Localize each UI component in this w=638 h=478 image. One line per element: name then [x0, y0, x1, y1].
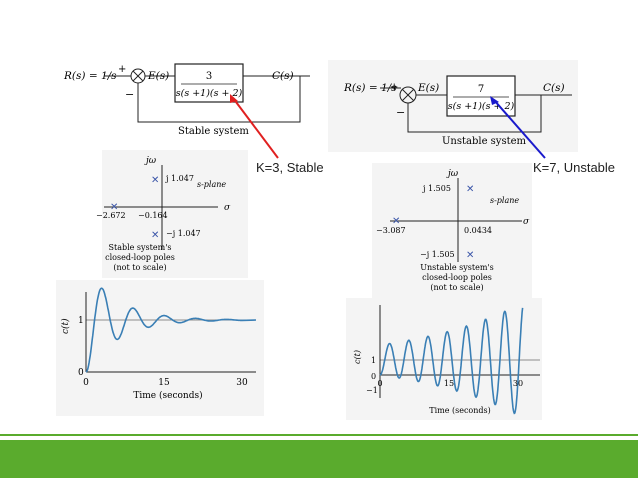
footer-bar [0, 440, 638, 478]
left-response-plot: 1 0 0 15 30 c(t) Time (seconds) [56, 280, 264, 416]
right-plant-num: 7 [478, 84, 484, 95]
left-splane-caption3: (not to scale) [113, 263, 166, 272]
right-error-label: E(s) [417, 82, 439, 94]
right-xtick-0: 0 [377, 379, 382, 388]
right-splane: jω σ s-plane ✕ ✕ ✕ j 1.505 −j 1.505 −3.0… [372, 163, 532, 299]
right-lower-val: −j 1.505 [420, 250, 455, 259]
right-ytick-0: 0 [371, 372, 376, 381]
left-block-diagram: R(s) = 1/s + − E(s) 3 s(s +1)(s + 2) C(s… [53, 58, 325, 140]
left-xtick-30: 30 [236, 378, 248, 388]
left-input-label: R(s) = 1/s [63, 70, 117, 82]
right-plant-box [446, 75, 516, 117]
right-mid-val: 0.0434 [464, 226, 492, 235]
right-ytick-1: 1 [371, 356, 376, 365]
right-xtick-30: 30 [513, 379, 523, 388]
left-minus-sign: − [125, 88, 134, 101]
right-splane-caption3: (not to scale) [430, 283, 483, 292]
right-real-val: −3.087 [376, 226, 406, 235]
right-resp-ylabel: c(t) [353, 350, 362, 364]
left-xtick-15: 15 [158, 378, 170, 388]
right-resp-xlabel: Time (seconds) [429, 406, 491, 415]
left-splane-caption1: Stable system's [109, 243, 172, 252]
right-upper-val: j 1.505 [422, 184, 451, 193]
right-plus-sign: + [390, 82, 398, 93]
right-response-plot: 1 0 −1 0 15 30 c(t) Time (seconds) [346, 298, 542, 420]
right-splane-label: s-plane [490, 196, 519, 205]
right-pole-lower: ✕ [466, 250, 474, 261]
left-xtick-0: 0 [83, 378, 89, 388]
red-arrow [232, 97, 279, 159]
right-sigma-label: σ [523, 217, 530, 227]
blue-arrowhead [490, 96, 499, 105]
left-output-label: C(s) [272, 70, 294, 82]
left-sigma-label: σ [224, 203, 231, 213]
left-resp-ylabel: c(t) [60, 318, 71, 334]
right-pole-upper: ✕ [466, 184, 474, 195]
left-real-val: −2.672 [96, 211, 126, 220]
right-resp-curve [379, 307, 524, 415]
left-ytick-1: 1 [78, 316, 84, 326]
left-ytick-0: 0 [78, 368, 84, 378]
left-lower-val: −j 1.047 [166, 229, 201, 238]
left-error-label: E(s) [147, 70, 169, 82]
left-mid-val: −0.164 [138, 211, 168, 220]
right-block-caption: Unstable system [442, 136, 527, 147]
right-xtick-15: 15 [444, 379, 454, 388]
right-output-label: C(s) [543, 82, 565, 94]
right-annotation: K=7, Unstable [533, 160, 615, 175]
left-splane: jω σ s-plane ✕ ✕ ✕ j 1.047 −j 1.047 −2.6… [96, 150, 248, 278]
left-feedback-path [137, 76, 301, 123]
right-feedback-path [407, 95, 542, 133]
left-splane-label: s-plane [197, 180, 226, 189]
right-jw-label: jω [446, 169, 459, 179]
left-resp-xlabel: Time (seconds) [133, 390, 202, 401]
right-minus-sign: − [396, 106, 405, 119]
left-plant-den: s(s +1)(s + 2) [176, 88, 243, 99]
right-plant-den: s(s +1)(s + 2) [448, 101, 515, 112]
left-upper-val: j 1.047 [165, 174, 194, 183]
left-jw-label: jω [144, 156, 157, 166]
left-resp-curve [85, 287, 257, 373]
right-block-diagram: R(s) = 1/s + − E(s) 7 s(s +1)(s + 2) C(s… [328, 60, 578, 152]
left-pole-lower: ✕ [151, 230, 159, 241]
left-annotation: K=3, Stable [256, 160, 324, 175]
right-splane-caption2: closed-loop poles [422, 273, 492, 282]
blue-arrow [493, 99, 546, 159]
right-input-label: R(s) = 1/s [343, 82, 397, 94]
left-plant-num: 3 [206, 71, 212, 82]
footer-divider [0, 434, 638, 436]
left-pole-upper: ✕ [151, 175, 159, 186]
left-plus-sign: + [118, 64, 126, 75]
left-splane-caption2: closed-loop poles [105, 253, 175, 262]
right-ytick-neg1: −1 [366, 386, 378, 395]
right-splane-caption1: Unstable system's [420, 263, 494, 272]
right-pole-real: ✕ [392, 216, 400, 227]
left-pole-real: ✕ [110, 202, 118, 213]
left-block-caption: Stable system [178, 126, 249, 137]
red-arrowhead [230, 94, 238, 103]
